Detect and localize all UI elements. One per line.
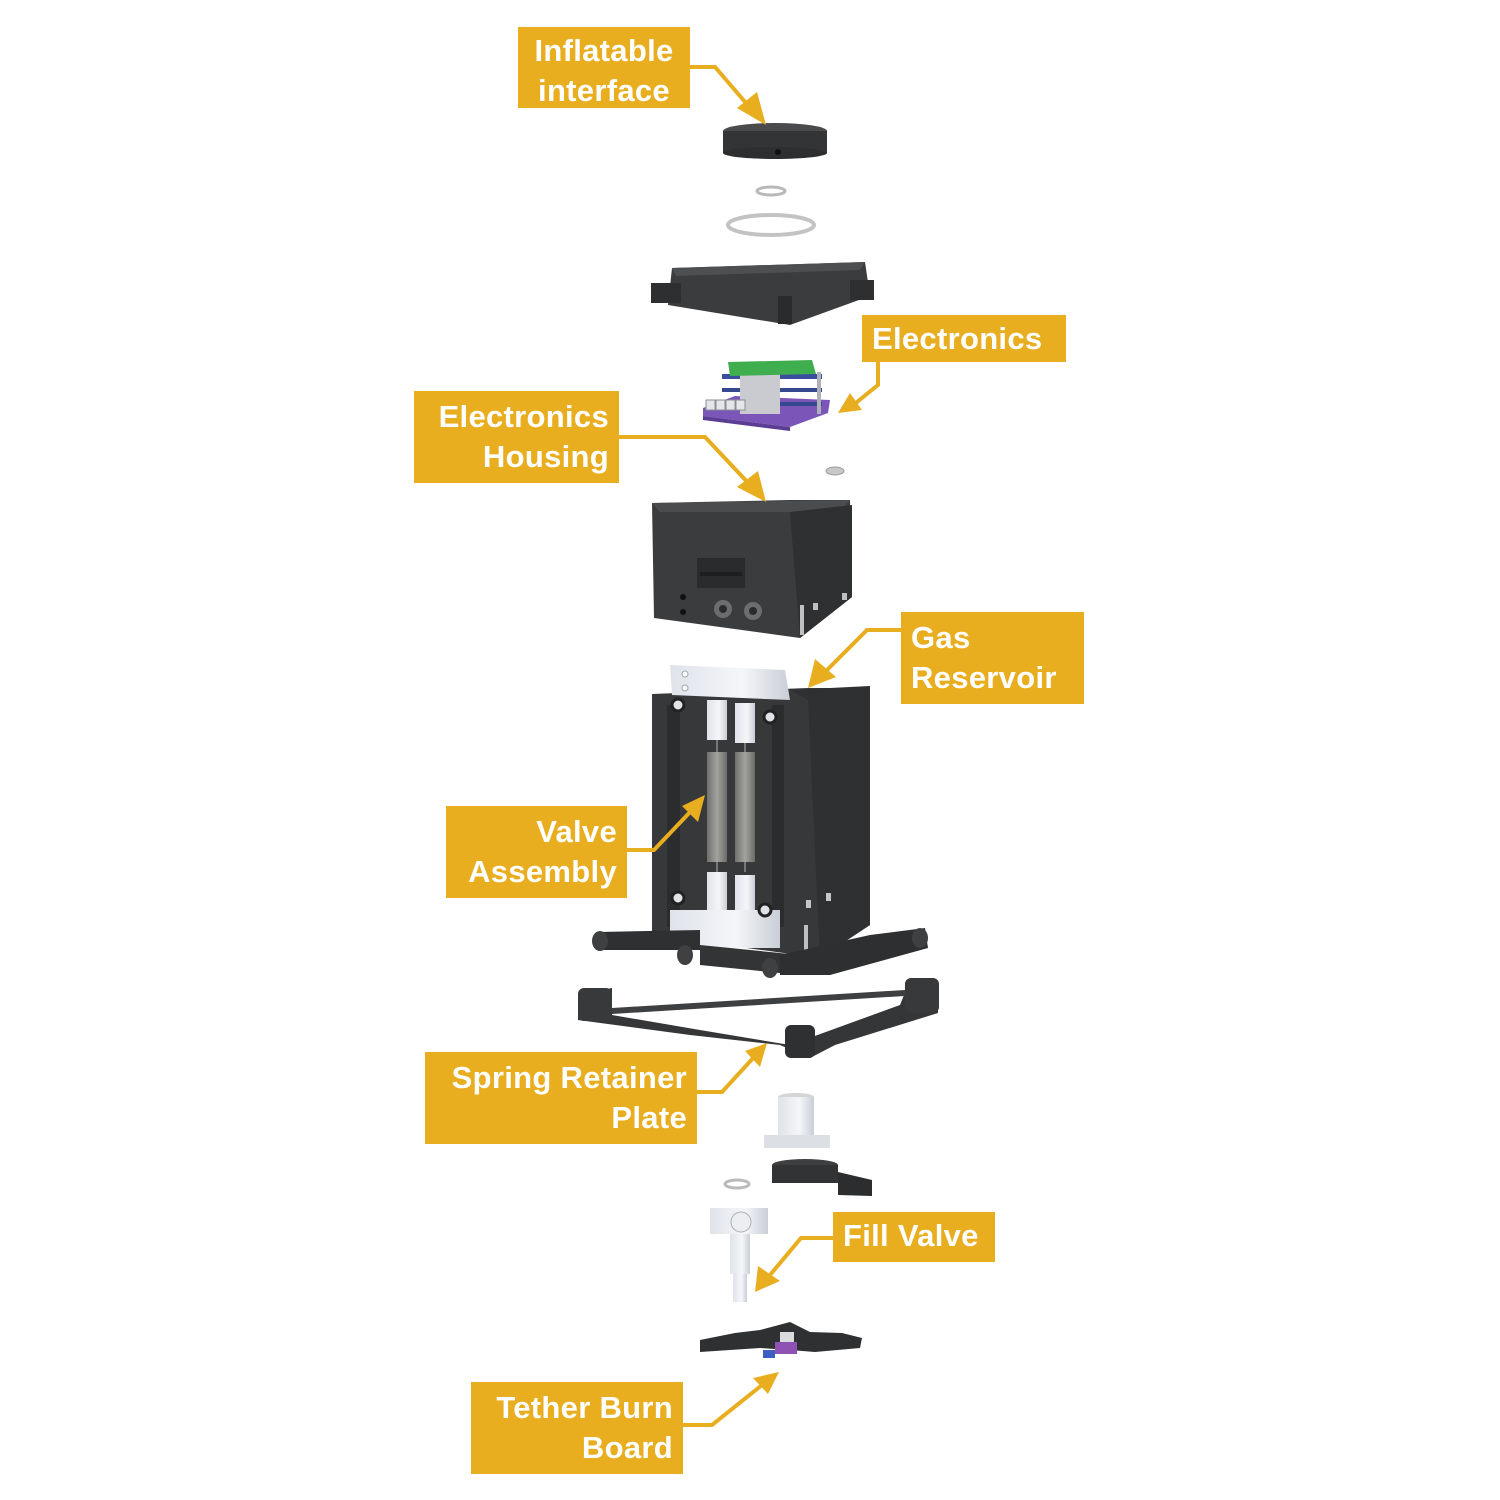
arrow-head-housing-icon [737,471,766,502]
arrow-head-spring-icon [745,1043,767,1067]
label-gas-reservoir: Gas Reservoir [901,612,1084,704]
label-line: Inflatable [534,33,674,68]
gas-reservoir [652,686,870,958]
label-line: interface [538,73,670,108]
electronics-pcb-stack [703,360,830,431]
label-line: Housing [482,439,609,474]
label-line: Board [581,1430,673,1465]
inflatable-interface-cap [723,123,827,159]
fill-valve [710,1208,768,1302]
fill-valve-o-ring [723,1178,751,1190]
label-inflatable-interface: Inflatable interface [518,27,690,108]
label-line: Gas [911,620,971,655]
label-electronics-housing: Electronics Housing [414,391,619,483]
label-line: Valve [536,814,617,849]
electronics-housing [652,500,852,638]
arrow-head-gas-icon [808,659,836,688]
small-washer [825,466,845,476]
label-line: Plate [611,1100,687,1135]
arrow-head-inflatable-icon [737,92,766,125]
reservoir-base-rails [592,928,928,978]
label-line: Fill Valve [843,1218,979,1253]
leader-lines [618,65,902,1427]
label-spring-retainer-plate: Spring Retainer Plate [425,1052,697,1144]
arrow-head-valve-icon [682,795,705,822]
arrow-head-electronics-icon [838,393,862,413]
top-lid [651,262,874,325]
tether-burn-board [700,1322,862,1358]
fill-valve-mount [772,1159,872,1196]
valve-assembly [670,665,790,948]
label-line: Tether Burn [496,1390,673,1425]
arrow-heads [682,92,862,1394]
large-o-ring [726,213,816,237]
label-tether-burn-board: Tether Burn Board [471,1382,683,1474]
label-line: Spring Retainer [451,1060,687,1095]
label-line: Electronics [438,399,609,434]
small-o-ring [755,185,787,197]
spring-retainer-plate [578,978,939,1058]
label-line: Electronics [872,321,1043,356]
label-line: Reservoir [911,660,1057,695]
label-valve-assembly: Valve Assembly [446,806,627,898]
arrow-head-fill-icon [755,1266,780,1292]
arrow-head-tether-icon [753,1372,779,1394]
label-electronics: Electronics [862,315,1066,362]
fill-valve-adapter [764,1093,830,1148]
label-line: Assembly [468,854,617,889]
label-fill-valve: Fill Valve [833,1212,995,1262]
